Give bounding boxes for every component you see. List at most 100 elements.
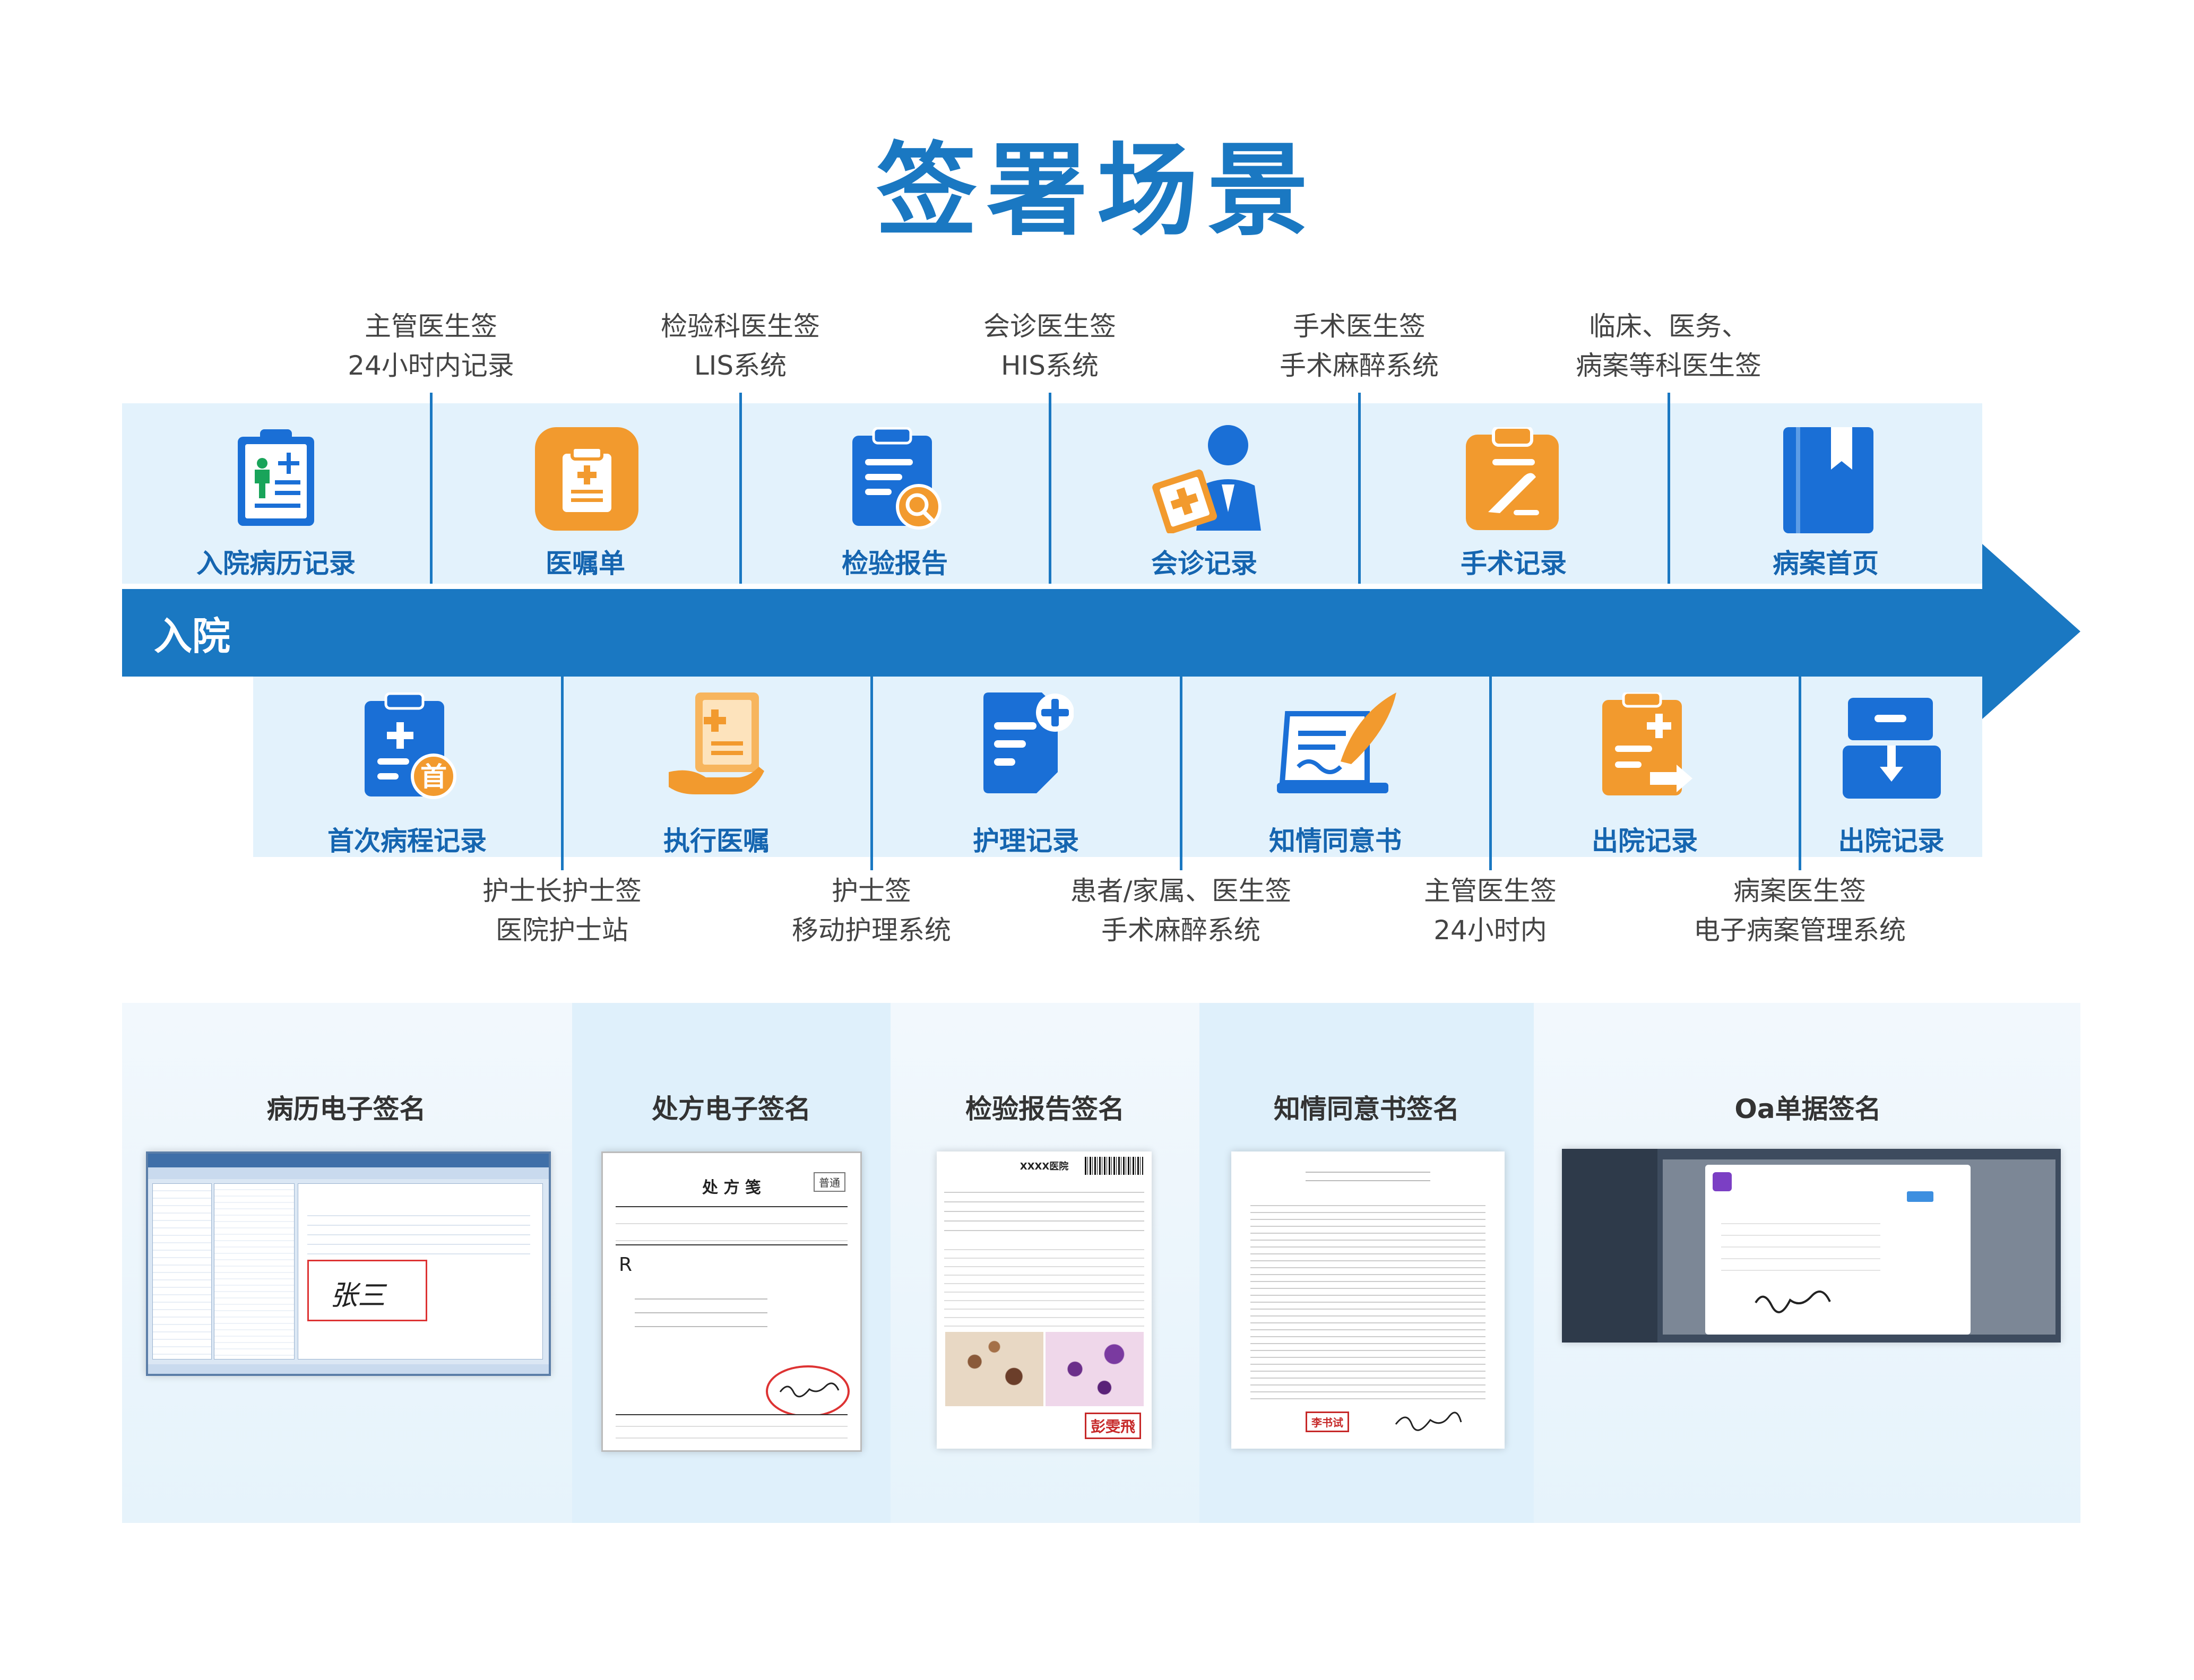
annotation-line: 患者/家属、医生签 bbox=[1070, 876, 1292, 906]
oa-dialog bbox=[1705, 1165, 1971, 1335]
divider-line bbox=[430, 393, 433, 584]
tile-label: 病案首页 bbox=[1773, 548, 1879, 579]
footer-lines bbox=[616, 1414, 848, 1440]
window-titlebar bbox=[148, 1154, 549, 1167]
annotation-line: 电子病案管理系统 bbox=[1694, 915, 1906, 946]
drug-lines bbox=[635, 1286, 767, 1328]
bottom-annotation: 病案医生签 电子病案管理系统 bbox=[1694, 871, 1906, 950]
annotation-line: 手术医生签 bbox=[1293, 311, 1426, 342]
divider-line bbox=[1799, 677, 1801, 870]
annotation-line: 护士长护士签 bbox=[482, 876, 642, 906]
bottom-tile: 护理记录 bbox=[872, 677, 1180, 857]
annotation-line: 会诊医生签 bbox=[983, 311, 1116, 342]
emr-screenshot: 张三 bbox=[146, 1151, 551, 1376]
barcode bbox=[1085, 1157, 1143, 1175]
handwritten-signature: 张三 bbox=[330, 1280, 386, 1312]
microscope-image-right bbox=[1046, 1332, 1144, 1406]
annotation-line: 移动护理系统 bbox=[792, 915, 951, 946]
tile-label: 手术记录 bbox=[1461, 548, 1567, 579]
patient-list bbox=[152, 1183, 212, 1359]
tile-label: 执行医嘱 bbox=[663, 826, 770, 856]
tile-label: 首次病程记录 bbox=[327, 826, 487, 856]
annotation-line: 病案医生签 bbox=[1733, 876, 1866, 906]
bottom-annotation: 主管医生签 24小时内 bbox=[1424, 871, 1557, 950]
discharge-document-icon bbox=[1602, 692, 1692, 795]
top-annotation: 临床、医务、 病案等科医生签 bbox=[1576, 307, 1761, 385]
divider-line bbox=[1049, 393, 1051, 584]
signature-box: 张三 bbox=[307, 1260, 427, 1321]
prescription-document: 处 方 笺 普通 R bbox=[601, 1151, 862, 1452]
oa-form-lines bbox=[1721, 1213, 1880, 1281]
annotation-line: HIS系统 bbox=[1000, 350, 1099, 381]
doc-title: 处 方 笺 bbox=[702, 1179, 761, 1197]
top-tile: 病案首页 bbox=[1669, 403, 1982, 584]
form-fields bbox=[307, 1207, 530, 1254]
annotation-line: LIS系统 bbox=[694, 350, 787, 381]
bottom-tile: 首 首次病程记录 bbox=[253, 677, 561, 857]
top-tile: 入院病历记录 bbox=[122, 403, 430, 584]
info-lines bbox=[616, 1206, 848, 1245]
bottom-tile: 知情同意书 bbox=[1181, 677, 1489, 857]
divider-line bbox=[1180, 677, 1182, 870]
handwritten-signature bbox=[1395, 1411, 1462, 1431]
sample-card: Oa单据签名 bbox=[1535, 1003, 2080, 1523]
divider-line bbox=[1489, 677, 1492, 870]
bottom-annotation: 护士长护士签 医院护士站 bbox=[482, 871, 642, 950]
sample-card: 病历电子签名 张三 bbox=[122, 1003, 571, 1523]
bottom-tile: 出院记录 bbox=[1491, 677, 1799, 857]
top-annotation: 手术医生签 手术麻醉系统 bbox=[1280, 307, 1439, 385]
tile-label: 入院病历记录 bbox=[196, 548, 356, 579]
handwritten-signature bbox=[779, 1382, 840, 1398]
oa-action-button[interactable] bbox=[1907, 1191, 1933, 1202]
doctor-consult-icon bbox=[1152, 425, 1261, 533]
tile-label: 医嘱单 bbox=[546, 548, 625, 579]
sample-title: 处方电子签名 bbox=[652, 1094, 811, 1124]
sample-card: 知情同意书签名 李书试 bbox=[1199, 1003, 1534, 1523]
bottom-annotation: 护士签 移动护理系统 bbox=[792, 871, 951, 950]
top-annotation: 会诊医生签 HIS系统 bbox=[983, 307, 1116, 385]
tile-label: 出院记录 bbox=[1838, 826, 1945, 856]
bottom-band bbox=[253, 677, 1982, 857]
orange-clipboard-icon bbox=[535, 427, 638, 531]
annotation-line: 24小时内 bbox=[1433, 915, 1547, 946]
divider-line bbox=[739, 393, 742, 584]
lab-report-document: XXXX医院 彭雯飛 bbox=[937, 1151, 1152, 1449]
signature-stamp: 彭雯飛 bbox=[1084, 1413, 1141, 1439]
top-tile: 会诊记录 bbox=[1050, 403, 1358, 584]
bottom-tile: 执行医嘱 bbox=[563, 677, 870, 857]
tile-label: 知情同意书 bbox=[1269, 826, 1402, 856]
microscope-image-left bbox=[945, 1332, 1043, 1406]
annotation-line: 医院护士站 bbox=[496, 915, 628, 946]
header-lines bbox=[944, 1183, 1144, 1231]
tile-label: 会诊记录 bbox=[1151, 548, 1257, 579]
first-record-icon: 首 bbox=[365, 692, 456, 799]
clipboard-search-icon bbox=[852, 427, 941, 530]
prescription-badge: 普通 bbox=[814, 1172, 845, 1192]
top-tile: 医嘱单 bbox=[431, 403, 739, 584]
sample-card: 处方电子签名 处 方 笺 普通 R bbox=[572, 1003, 891, 1523]
clipboard-patient-icon bbox=[238, 429, 314, 526]
annotation-line: 24小时内记录 bbox=[348, 350, 514, 381]
quill-consent-icon bbox=[1277, 692, 1396, 793]
sample-title: Oa单据签名 bbox=[1734, 1094, 1881, 1124]
scalpel-clipboard-icon bbox=[1466, 427, 1559, 530]
divider-line bbox=[561, 677, 564, 870]
top-tile: 检验报告 bbox=[741, 403, 1049, 584]
tile-label: 出院记录 bbox=[1592, 826, 1698, 856]
tile-label: 护理记录 bbox=[973, 826, 1079, 856]
nursing-document-icon bbox=[983, 692, 1074, 793]
doc-title: XXXX医院 bbox=[1020, 1161, 1069, 1172]
discharge-box-icon bbox=[1843, 698, 1941, 799]
bottom-annotation: 患者/家属、医生签 手术麻醉系统 bbox=[1070, 871, 1292, 950]
oa-sidebar bbox=[1562, 1149, 1657, 1343]
hand-document-icon bbox=[669, 692, 764, 794]
handwritten-signature bbox=[1755, 1291, 1831, 1313]
annotation-line: 检验科医生签 bbox=[661, 311, 820, 342]
top-tile: 手术记录 bbox=[1360, 403, 1668, 584]
divider-line bbox=[1358, 393, 1361, 584]
divider-line bbox=[1668, 393, 1670, 584]
rx-symbol: R bbox=[619, 1254, 633, 1276]
svg-text:首: 首 bbox=[420, 761, 447, 792]
sample-title: 病历电子签名 bbox=[266, 1094, 426, 1124]
page-title: 签署场景 bbox=[876, 132, 1318, 249]
